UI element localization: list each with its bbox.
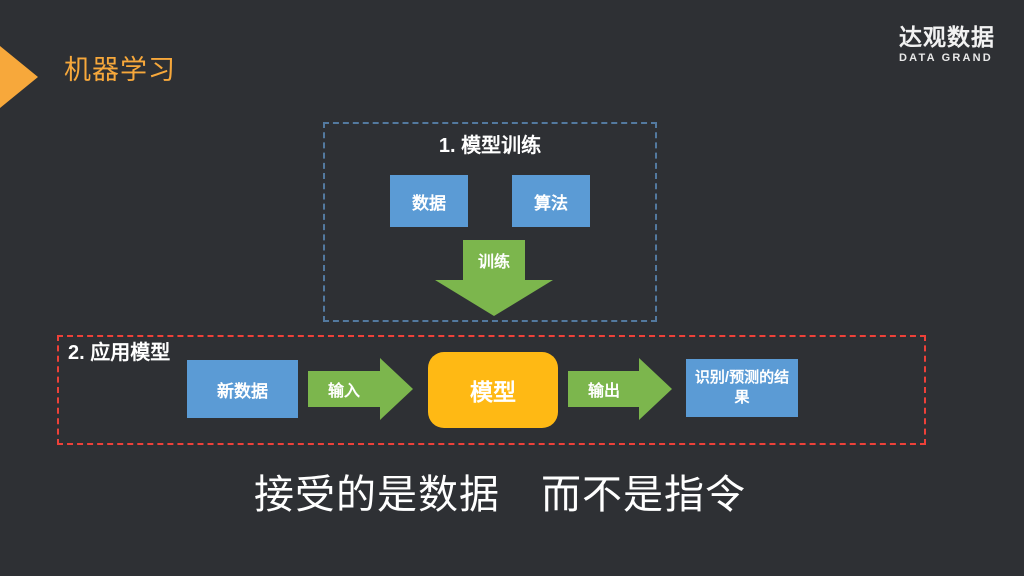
- page-title: 机器学习: [64, 55, 176, 85]
- right-arrow-shape: [308, 358, 413, 420]
- new-data-node-label: 新数据: [217, 381, 268, 401]
- application-section: 2. 应用模型: [57, 335, 926, 445]
- train-arrow-label: 训练: [477, 254, 510, 271]
- brand-logo-cn: 达观数据: [899, 24, 995, 50]
- output-arrow-label: 输出: [587, 383, 620, 400]
- training-section-title: 1. 模型训练: [438, 135, 542, 157]
- output-arrow-right-icon: 输出: [568, 358, 672, 420]
- algorithm-node: 算法: [512, 175, 590, 227]
- data-node-label: 数据: [412, 193, 446, 213]
- brand-logo: 达观数据 DATA GRAND: [899, 24, 995, 65]
- down-arrow-shape: [435, 240, 553, 316]
- title-chevron-icon: [0, 46, 38, 108]
- result-node: 识别/预测的结果: [686, 359, 798, 417]
- model-node: 模型: [428, 352, 558, 428]
- result-node-label: 识别/预测的结果: [694, 368, 790, 406]
- right-arrow-shape: [568, 358, 672, 420]
- caption-text: 接受的是数据 而不是指令: [254, 473, 746, 517]
- training-section: 1. 模型训练 数据 算法 训练: [323, 122, 657, 322]
- model-node-label: 模型: [470, 379, 516, 405]
- new-data-node: 新数据: [187, 360, 298, 418]
- algorithm-node-label: 算法: [534, 193, 568, 213]
- train-arrow-down-icon: 训练: [435, 240, 553, 316]
- brand-logo-en: DATA GRAND: [899, 52, 993, 65]
- input-arrow-right-icon: 输入: [308, 358, 413, 420]
- input-arrow-label: 输入: [327, 383, 360, 400]
- application-section-title: 2. 应用模型: [68, 342, 171, 364]
- data-node: 数据: [390, 175, 468, 227]
